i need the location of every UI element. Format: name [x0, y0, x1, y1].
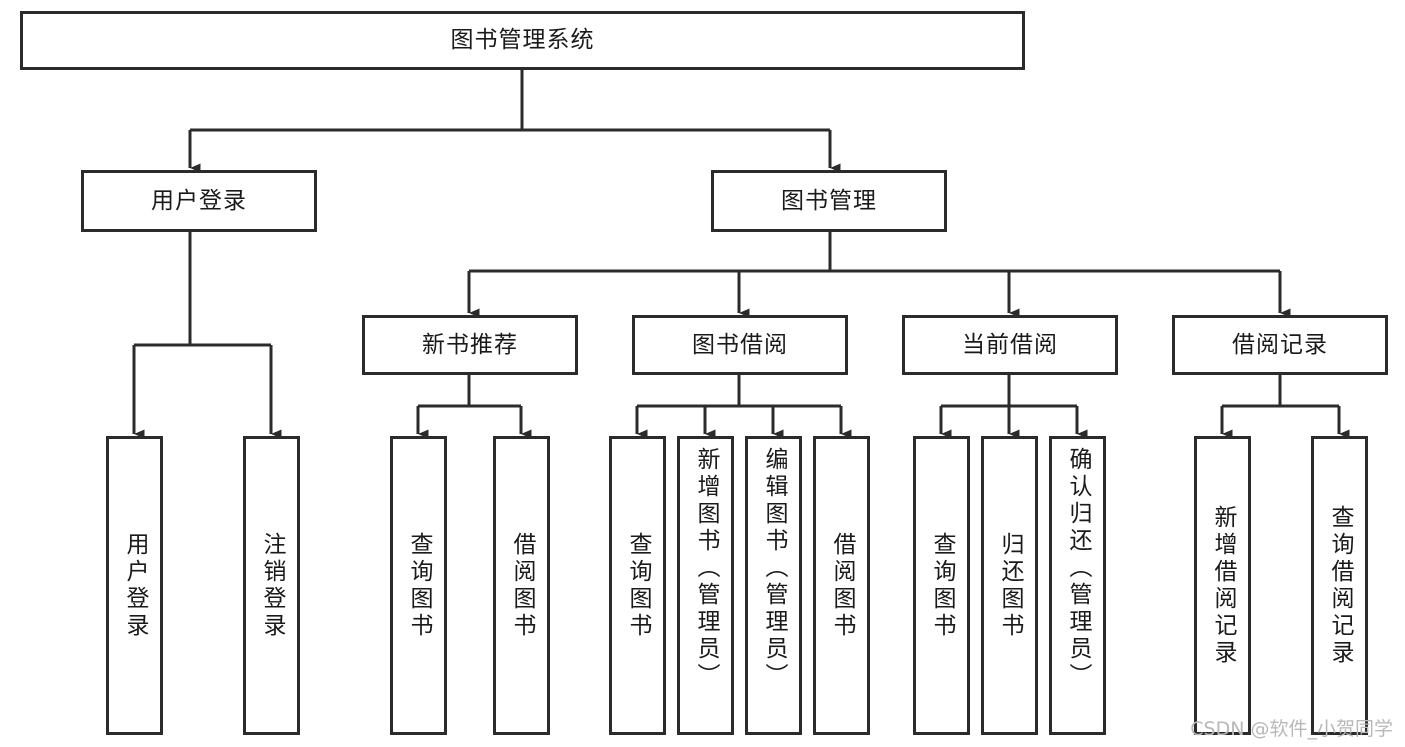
watermark-text: CSDN @软件_小贺同学 [1190, 718, 1393, 740]
node-leaf-user-login[interactable]: 用户登录 [106, 436, 163, 735]
node-leaf-edit-book-label: 编辑图书（管理员） [761, 447, 787, 690]
node-leaf-borrow-book-2[interactable]: 借阅图书 [813, 436, 870, 735]
node-root[interactable]: 图书管理系统 [20, 11, 1025, 70]
node-leaf-logout-label: 注销登录 [259, 531, 285, 640]
node-leaf-query-book-1-label: 查询图书 [406, 531, 432, 640]
node-book-borrow-label: 图书借阅 [692, 331, 788, 358]
node-leaf-query-record[interactable]: 查询借阅记录 [1311, 436, 1368, 735]
node-leaf-borrow-book-1[interactable]: 借阅图书 [493, 436, 550, 735]
node-leaf-add-record-label: 新增借阅记录 [1210, 504, 1236, 667]
node-leaf-query-book-3[interactable]: 查询图书 [913, 436, 970, 735]
node-leaf-user-login-label: 用户登录 [122, 531, 148, 640]
node-leaf-query-record-label: 查询借阅记录 [1327, 504, 1353, 667]
node-leaf-edit-book[interactable]: 编辑图书（管理员） [745, 436, 802, 735]
node-leaf-query-book-2-label: 查询图书 [625, 531, 651, 640]
node-leaf-add-book-label: 新增图书（管理员） [693, 447, 719, 690]
node-current-borrow[interactable]: 当前借阅 [902, 315, 1118, 375]
node-leaf-borrow-book-1-label: 借阅图书 [509, 531, 535, 640]
node-leaf-query-book-3-label: 查询图书 [929, 531, 955, 640]
node-leaf-confirm-return[interactable]: 确认归还（管理员） [1049, 436, 1106, 735]
node-book-manage-label: 图书管理 [781, 187, 877, 214]
node-leaf-confirm-return-label: 确认归还（管理员） [1065, 447, 1091, 690]
node-user-login-label: 用户登录 [151, 187, 247, 214]
node-root-label: 图书管理系统 [450, 27, 595, 53]
node-borrow-record-label: 借阅记录 [1232, 331, 1328, 358]
node-leaf-return-book[interactable]: 归还图书 [981, 436, 1038, 735]
node-leaf-add-record[interactable]: 新增借阅记录 [1194, 436, 1251, 735]
node-book-borrow[interactable]: 图书借阅 [632, 315, 848, 375]
node-leaf-borrow-book-2-label: 借阅图书 [829, 531, 855, 640]
node-leaf-add-book[interactable]: 新增图书（管理员） [677, 436, 734, 735]
node-book-manage[interactable]: 图书管理 [711, 170, 947, 232]
node-leaf-logout[interactable]: 注销登录 [243, 436, 300, 735]
node-user-login[interactable]: 用户登录 [81, 170, 317, 232]
node-borrow-record[interactable]: 借阅记录 [1172, 315, 1388, 375]
node-new-book-recommend[interactable]: 新书推荐 [362, 315, 578, 375]
node-leaf-return-book-label: 归还图书 [997, 531, 1023, 640]
node-leaf-query-book-1[interactable]: 查询图书 [390, 436, 447, 735]
node-current-borrow-label: 当前借阅 [962, 331, 1058, 358]
node-new-book-recommend-label: 新书推荐 [422, 331, 518, 358]
node-leaf-query-book-2[interactable]: 查询图书 [609, 436, 666, 735]
